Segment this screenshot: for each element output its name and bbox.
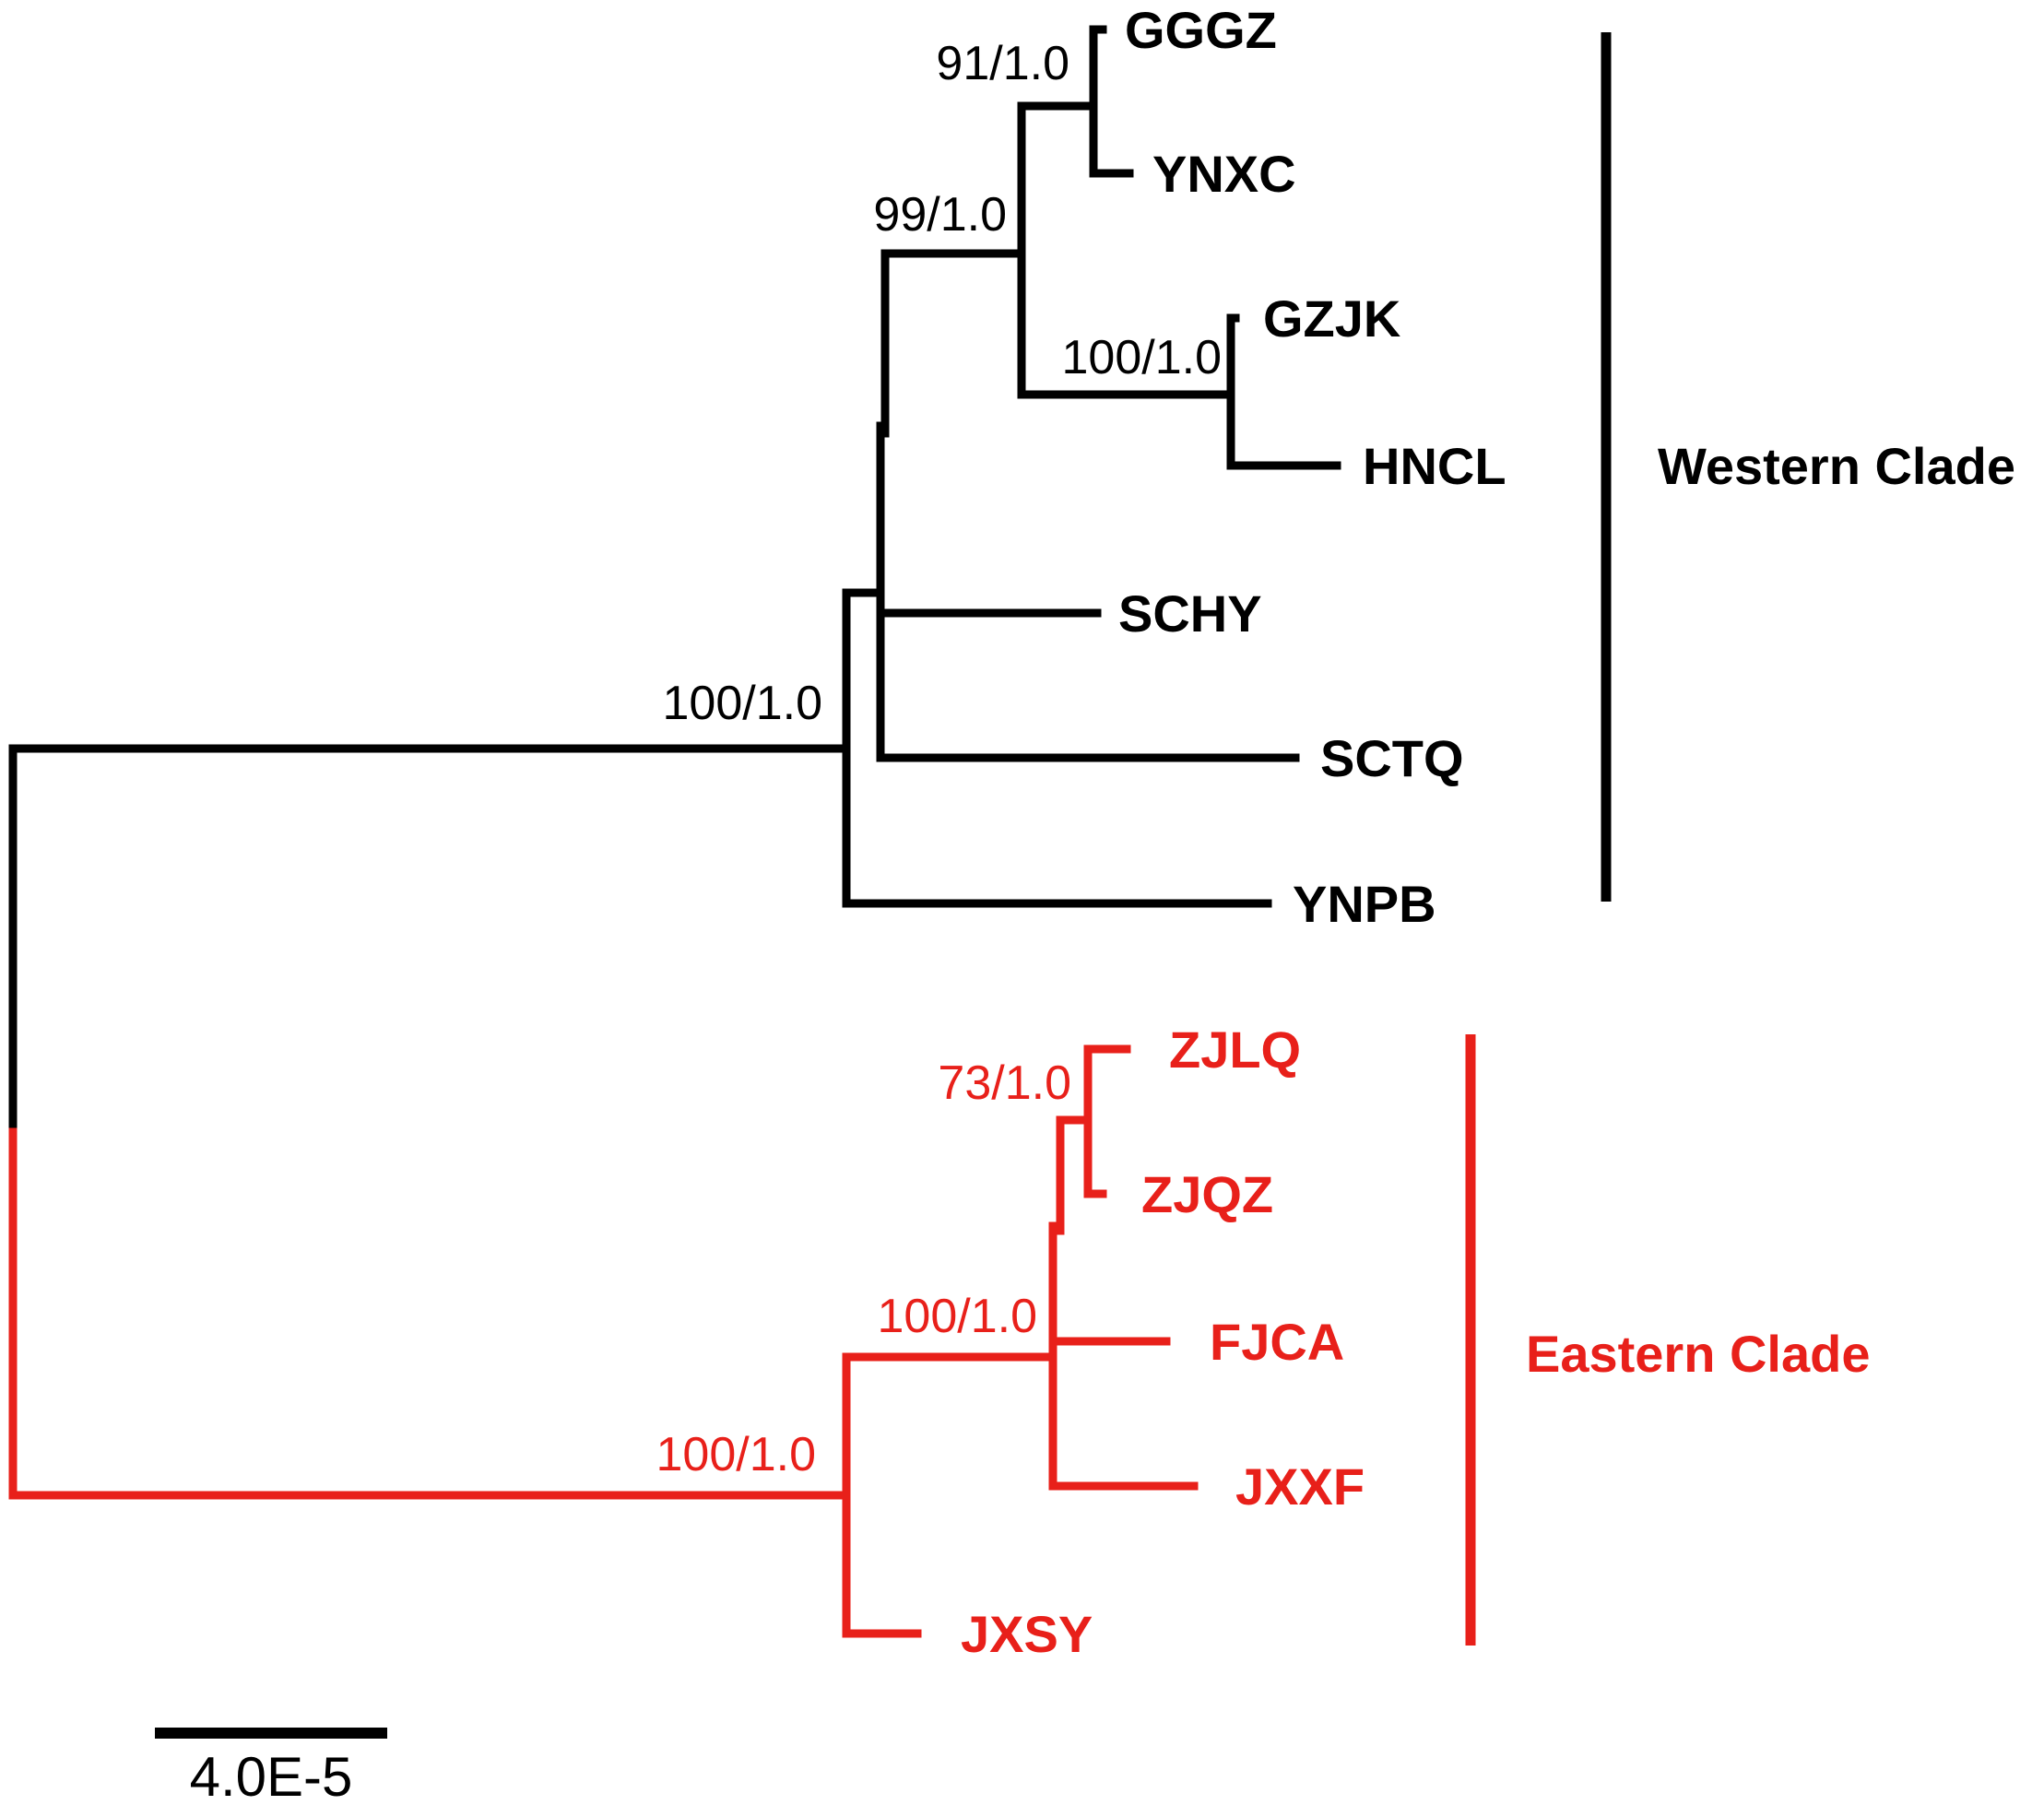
taxon-gzjk: GZJK [1263,289,1400,348]
support-73: 73/1.0 [938,1056,1071,1110]
taxon-gggz: GGGZ [1125,1,1277,59]
support-100-east-root: 100/1.0 [656,1428,817,1481]
support-99: 99/1.0 [873,188,1007,242]
taxon-jxsy: JXSY [961,1605,1093,1663]
eastern-branches [8,1044,1199,1638]
scale-bar-label: 4.0E-5 [190,1746,353,1805]
support-100-gzjk-hncl: 100/1.0 [1062,331,1223,384]
taxon-zjqz: ZJQZ [1141,1165,1273,1223]
western-branches [8,25,1341,1134]
western-clade-label: Western Clade [1658,437,2015,495]
support-100-west-root: 100/1.0 [663,677,823,730]
taxon-jxxf: JXXF [1235,1457,1365,1516]
support-100-inner-east: 100/1.0 [878,1290,1038,1343]
eastern-clade-label: Eastern Clade [1526,1325,1871,1383]
taxon-sctq: SCTQ [1320,729,1464,787]
taxon-fjca: FJCA [1210,1313,1344,1371]
taxon-ynpb: YNPB [1293,875,1436,933]
support-91: 91/1.0 [936,37,1069,90]
taxon-zjlq: ZJLQ [1169,1020,1301,1079]
taxon-schy: SCHY [1118,584,1262,643]
taxon-ynxc: YNXC [1152,145,1296,203]
taxon-hncl: HNCL [1363,437,1506,495]
